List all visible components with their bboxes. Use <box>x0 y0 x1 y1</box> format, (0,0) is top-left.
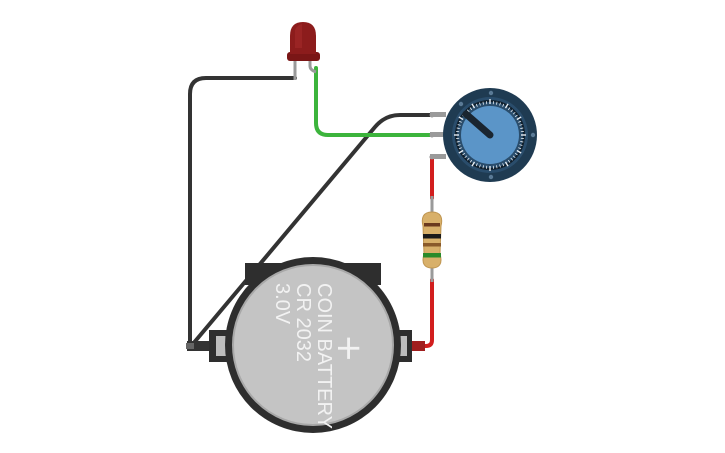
potentiometer[interactable] <box>430 88 537 182</box>
pot-tick <box>520 127 524 129</box>
pot-ticks <box>454 99 526 171</box>
pot-tick <box>514 152 518 156</box>
pot-tick <box>462 152 466 156</box>
pot-tick <box>510 109 514 113</box>
pot-tick <box>458 149 464 154</box>
pot-tick <box>475 163 478 167</box>
pot-tick <box>456 141 460 143</box>
pot-tick <box>457 124 461 126</box>
pot-tick <box>499 164 501 168</box>
pot-tick <box>507 107 511 111</box>
pot-tick <box>469 159 473 163</box>
led-dome <box>290 22 316 54</box>
pot-tick <box>514 114 518 118</box>
pot-screw <box>530 132 536 138</box>
pot-tick <box>502 163 505 167</box>
pot-tick <box>471 161 476 167</box>
pot-screw <box>458 101 464 107</box>
battery-plus-symbol: + <box>329 334 369 363</box>
resistor-band-1 <box>424 223 440 227</box>
pot-pointer <box>462 110 494 139</box>
pot-tick <box>507 159 511 163</box>
pot-tick <box>512 155 516 159</box>
pot-tick <box>469 107 473 111</box>
pot-tick <box>496 165 498 169</box>
pot-pin-mid <box>430 132 446 137</box>
pot-tick <box>471 103 476 109</box>
pot-tick <box>502 103 505 107</box>
pot-tick <box>504 161 509 167</box>
pot-pin-top <box>430 112 446 117</box>
pot-tick <box>464 155 468 159</box>
pot-tick <box>510 157 514 161</box>
resistor[interactable] <box>421 196 443 282</box>
battery-terminal-left-pin <box>186 343 194 349</box>
resistor-body <box>421 211 443 269</box>
resistor-band-3 <box>423 243 441 247</box>
battery-label-line2: CR 2032 <box>292 283 314 362</box>
pot-screw <box>488 174 494 180</box>
pot-tick <box>466 109 470 113</box>
led[interactable] <box>287 22 320 80</box>
led-rim <box>287 52 320 61</box>
pot-tick <box>519 124 523 126</box>
wire-black-pot[interactable] <box>190 113 434 347</box>
pot-tick <box>516 116 522 121</box>
pot-tick <box>499 102 501 106</box>
pot-tick <box>496 101 498 105</box>
battery-cell <box>233 265 393 425</box>
pot-pin-bottom <box>430 154 446 159</box>
resistor-band-2 <box>423 234 441 239</box>
pot-tick <box>512 111 516 115</box>
pot-tick <box>466 157 470 161</box>
resistor-band-4 <box>423 253 441 258</box>
pot-tick <box>520 141 524 143</box>
coin-battery[interactable]: COIN BATTERY CR 2032 3.0V + <box>186 257 425 433</box>
battery-label-line3: 3.0V <box>271 283 293 325</box>
wire-black-led[interactable] <box>188 76 297 349</box>
pot-screw <box>488 90 494 96</box>
battery-label-line1: COIN BATTERY <box>313 283 335 429</box>
pot-tick <box>482 101 484 105</box>
pot-tick <box>456 127 460 129</box>
wire-green[interactable] <box>314 66 434 137</box>
pot-tick <box>518 120 522 123</box>
pot-tick <box>482 165 484 169</box>
pot-tick <box>457 144 461 146</box>
pot-tick <box>458 116 464 121</box>
pot-tick <box>479 164 481 168</box>
pot-tick <box>458 120 462 123</box>
pot-tick <box>516 149 522 154</box>
pot-tick <box>475 103 478 107</box>
pot-tick <box>504 103 509 109</box>
battery-terminal-left[interactable] <box>187 341 209 351</box>
pot-tick <box>519 144 523 146</box>
led-anode-leg <box>308 60 317 74</box>
pot-tick <box>479 102 481 106</box>
led-highlight <box>295 24 302 48</box>
wire-red-bottom[interactable] <box>414 278 434 348</box>
pot-tick <box>518 147 522 150</box>
pot-tick <box>458 147 462 150</box>
battery-cell-edge <box>232 264 394 426</box>
battery-terminal-right[interactable] <box>405 341 425 351</box>
